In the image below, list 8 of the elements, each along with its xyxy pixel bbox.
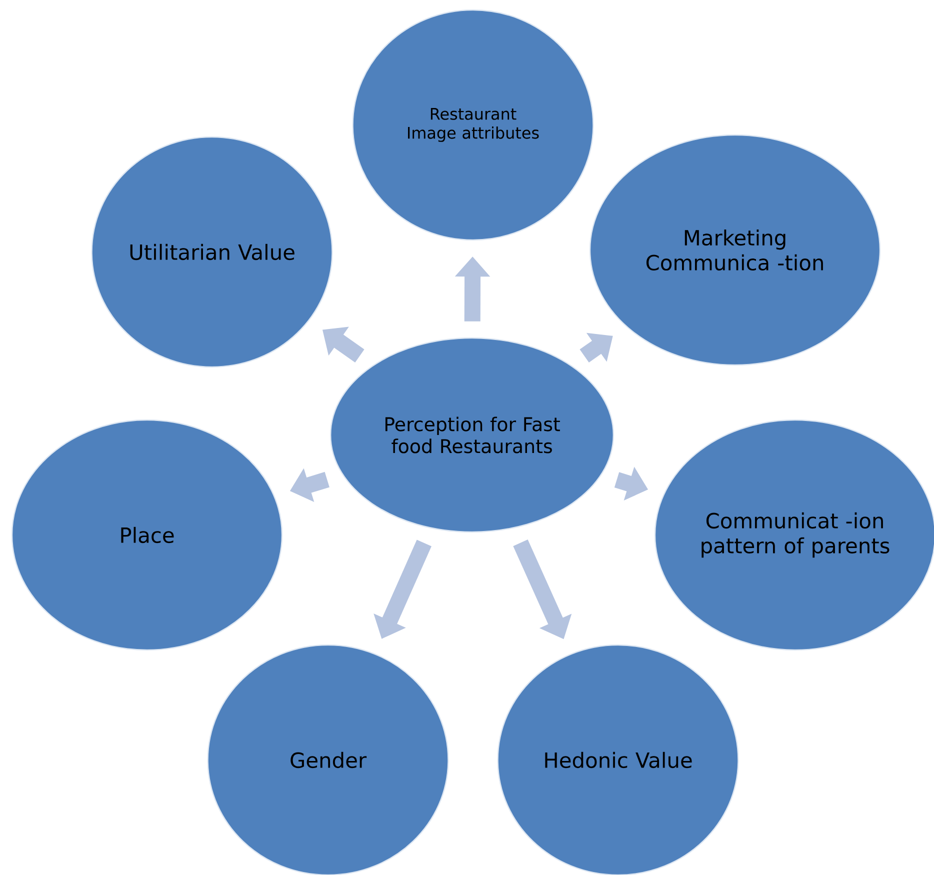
ellipse-node: Perception for Fast food Restaurants xyxy=(330,337,614,533)
ellipse-node: Place xyxy=(11,419,283,651)
ellipse-node: Gender xyxy=(207,644,449,875)
ellipse-node: Hedonic Value xyxy=(497,644,739,875)
ellipse-node: Marketing Communica -tion xyxy=(589,134,881,366)
ellipse-node: Communicat -ion pattern of parents xyxy=(654,419,934,651)
ellipse-node: Restaurant Image attributes xyxy=(352,9,594,241)
ellipse-node: Utilitarian Value xyxy=(91,136,333,368)
